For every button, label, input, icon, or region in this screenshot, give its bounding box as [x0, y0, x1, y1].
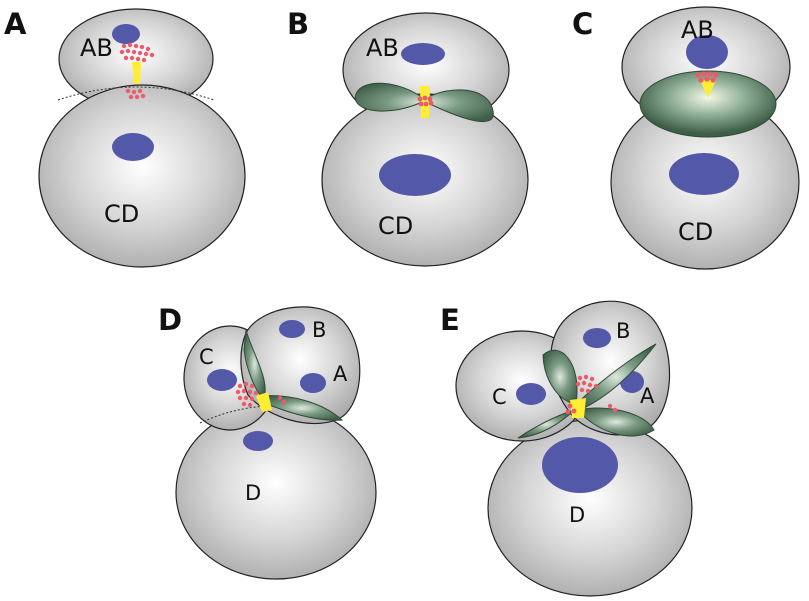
- label-ab: AB: [80, 34, 113, 62]
- granules: [695, 71, 719, 83]
- nucleus-ab: [401, 43, 445, 65]
- nucleus-cd: [379, 154, 451, 196]
- nucleus-ab: [112, 24, 140, 44]
- panel-a: A AB CD: [4, 7, 246, 268]
- nucleus-d: [243, 431, 273, 451]
- cell-cd: [38, 84, 246, 268]
- label-c: C: [492, 385, 507, 409]
- cell-d: [175, 404, 377, 580]
- spindle-lower-right: [577, 407, 655, 437]
- midbody: [256, 392, 272, 412]
- panel-c: C AB CD: [572, 6, 800, 270]
- label-a: A: [333, 362, 348, 386]
- granules-bottom: [125, 88, 146, 100]
- midbody: [700, 80, 716, 98]
- spindle-disc: [639, 70, 777, 138]
- granules: [417, 95, 434, 107]
- granules: [235, 381, 287, 408]
- nucleus-cd: [112, 133, 154, 161]
- nucleus-b: [583, 328, 611, 348]
- nucleus-c: [207, 369, 237, 391]
- label-b: B: [616, 319, 630, 343]
- panel-b: B AB CD: [287, 7, 529, 267]
- label-cd: CD: [678, 218, 713, 246]
- nucleus-b: [279, 320, 305, 338]
- cell-ab-pair: [240, 306, 361, 425]
- panel-letter-c: C: [572, 7, 593, 41]
- panel-e: E C B A D: [440, 300, 693, 597]
- label-d: D: [569, 503, 585, 527]
- midbody: [570, 398, 586, 418]
- nucleus-d: [542, 437, 618, 493]
- nucleus-ab: [686, 35, 728, 69]
- cell-boundary: [57, 86, 215, 101]
- nucleus-c: [516, 383, 546, 405]
- spindle-upper-right: [575, 343, 657, 411]
- granules-top: [119, 42, 155, 63]
- cell-boundary: [199, 405, 301, 424]
- label-cd: CD: [104, 200, 139, 228]
- panel-letter-d: D: [158, 303, 182, 337]
- label-cd: CD: [378, 212, 413, 240]
- midbody: [132, 62, 141, 84]
- granules: [565, 374, 618, 415]
- label-ab: AB: [681, 16, 714, 44]
- label-b: B: [312, 318, 326, 342]
- label-a: A: [640, 384, 655, 408]
- panel-d: D C B A D: [158, 303, 377, 580]
- panel-letter-a: A: [4, 7, 27, 41]
- label-ab: AB: [366, 34, 399, 62]
- label-c: C: [199, 345, 214, 369]
- nucleus-cd: [669, 153, 739, 195]
- panel-letter-b: B: [287, 7, 309, 41]
- panel-letter-e: E: [440, 303, 460, 337]
- label-d: D: [245, 481, 261, 505]
- nucleus-a: [300, 373, 326, 393]
